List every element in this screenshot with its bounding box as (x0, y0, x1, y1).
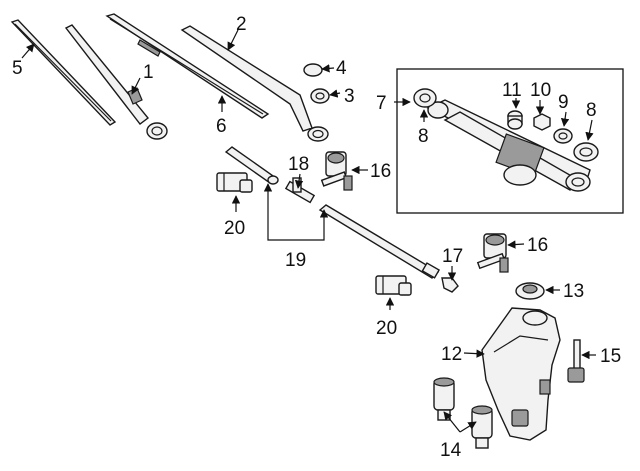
callout-1: 1 (143, 62, 154, 83)
callout-16-lower: 16 (527, 235, 548, 256)
reservoir-cap-13 (515, 282, 545, 300)
callout-8-left: 8 (418, 126, 429, 147)
washer-9 (553, 128, 573, 144)
clip-20-upper (216, 172, 253, 193)
callout-3: 3 (344, 86, 355, 107)
callout-4: 4 (336, 58, 347, 79)
callout-14: 14 (440, 440, 462, 461)
callout-16-upper: 16 (370, 161, 391, 182)
callout-13: 13 (563, 281, 584, 302)
wiper-blade-6 (105, 13, 270, 119)
wiper-arm-2 (180, 25, 329, 142)
washer-nozzle-16-upper (320, 151, 353, 191)
callout-20-upper: 20 (224, 218, 245, 239)
callout-6: 6 (216, 116, 227, 137)
callout-11: 11 (502, 80, 522, 101)
callout-12: 12 (441, 344, 462, 365)
level-sensor-15 (567, 339, 585, 383)
pivot-cap-4 (303, 63, 323, 77)
callout-10: 10 (530, 80, 551, 101)
wiper-blade-5 (10, 19, 117, 126)
washer-hose-upper (224, 146, 279, 185)
callout-5: 5 (12, 58, 23, 79)
nut-10 (533, 113, 551, 131)
linkage-box-frame (396, 68, 624, 214)
washer-hose-lower (318, 204, 441, 279)
callout-20-lower: 20 (376, 318, 397, 339)
bushing-11 (507, 110, 523, 130)
wiper-arm-1 (64, 24, 168, 140)
callout-15: 15 (600, 346, 621, 367)
wiper-linkage-assembly-7 (426, 99, 591, 192)
callout-9: 9 (558, 92, 569, 113)
clip-20-lower (375, 275, 412, 296)
washer-nozzle-16-lower (476, 233, 509, 273)
callout-17: 17 (442, 246, 463, 267)
callout-18: 18 (288, 154, 309, 175)
callout-8-right: 8 (586, 100, 597, 121)
connector-18 (284, 177, 316, 204)
bracket-19 (267, 186, 325, 241)
washer-pump-14-left (433, 377, 455, 421)
washer-pump-14-right (471, 405, 493, 449)
callout-2: 2 (236, 14, 247, 35)
elbow-connector-17 (441, 277, 459, 293)
pivot-nut-3 (310, 88, 330, 104)
grommet-8-left (413, 88, 437, 108)
callout-19: 19 (285, 250, 306, 271)
callout-7: 7 (376, 93, 387, 114)
grommet-8-right (573, 142, 599, 162)
washer-reservoir-12 (481, 307, 561, 441)
